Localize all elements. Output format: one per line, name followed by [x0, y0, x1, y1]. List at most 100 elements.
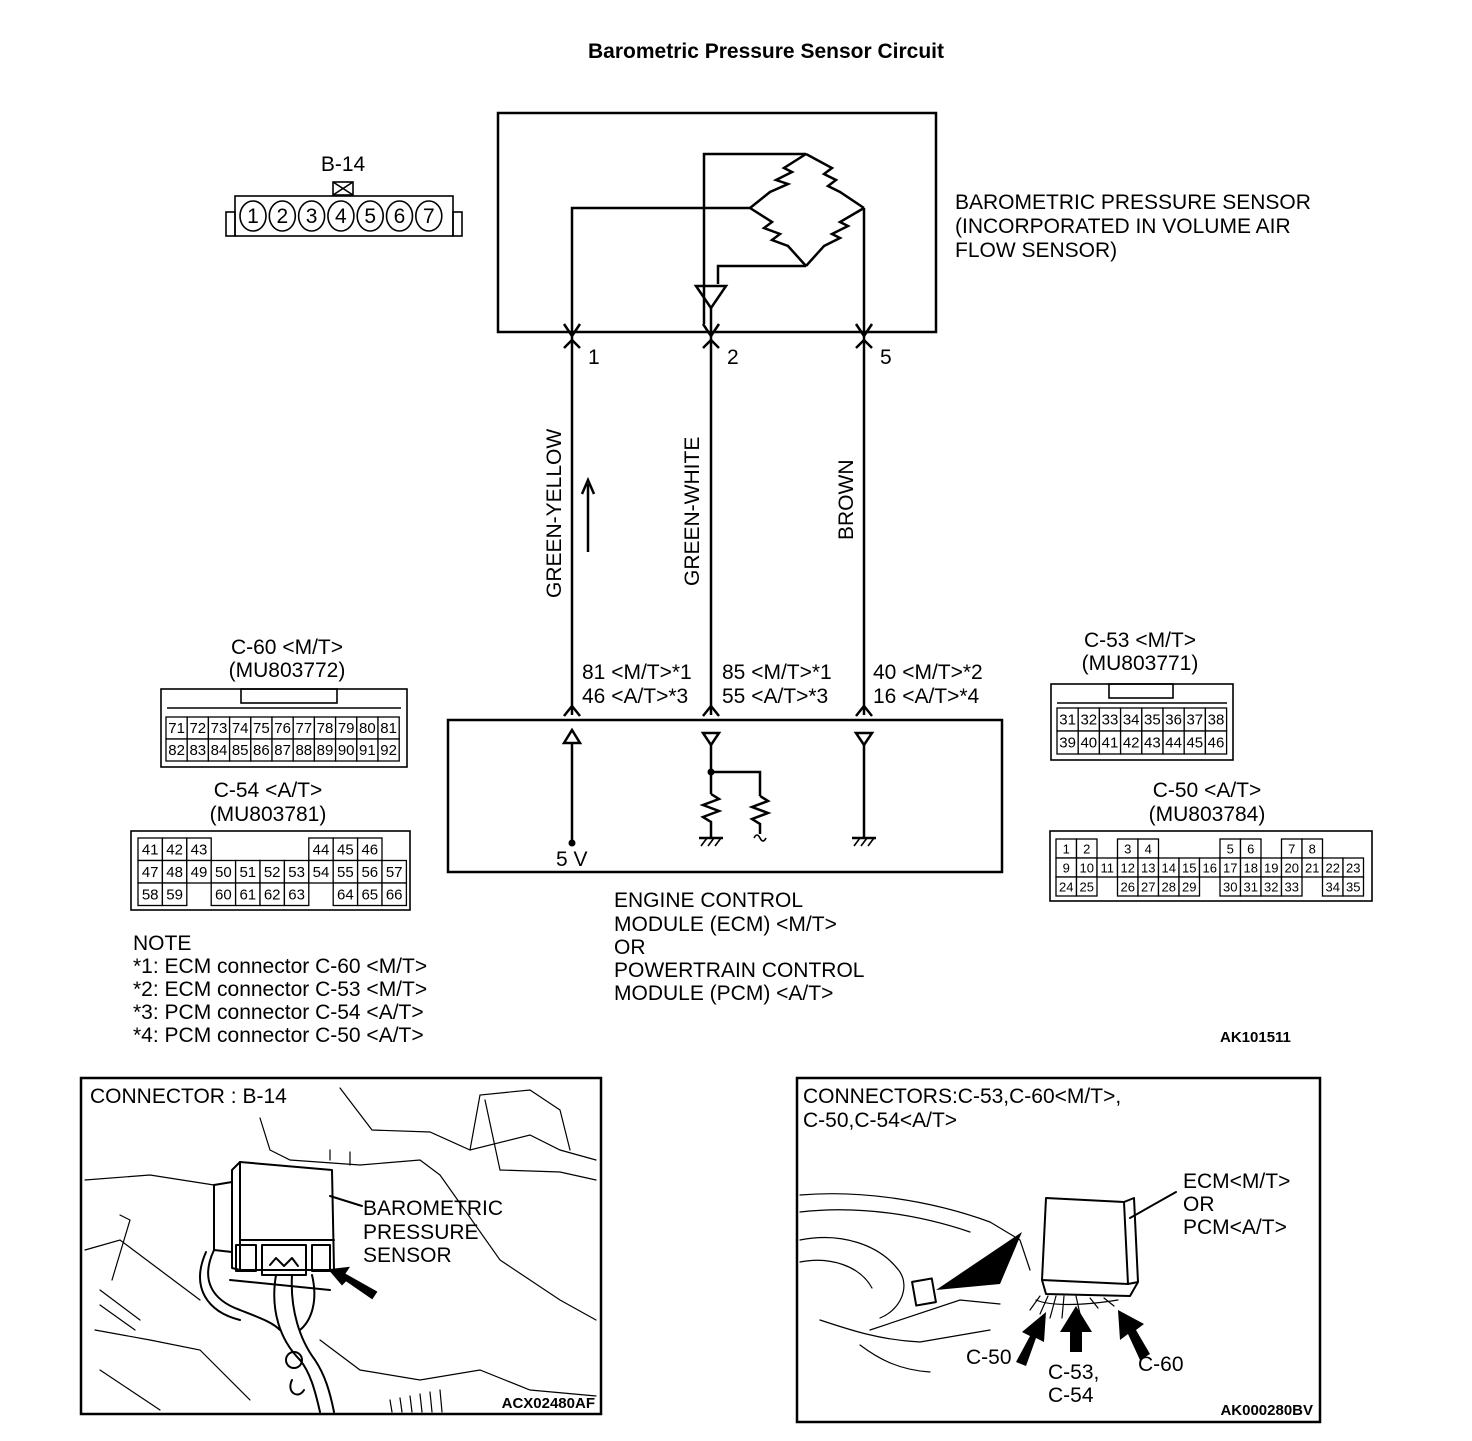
- connector-cavity: [161, 882, 188, 907]
- cavity-number: 75: [253, 720, 270, 737]
- sensor-label-line-3: FLOW SENSOR): [955, 239, 1117, 262]
- cavity-number: 43: [191, 841, 208, 858]
- ecm-label-line-2: MODULE (ECM) <M/T>: [614, 913, 837, 936]
- cavity-number: 22: [1326, 861, 1340, 876]
- wire-3-color: BROWN: [835, 460, 858, 541]
- ecm-box: [446, 718, 1004, 874]
- cavity-number: 78: [317, 720, 334, 737]
- b14-pin: [297, 200, 326, 232]
- wire-1-terminal-mt: 81 <M/T>*1: [582, 661, 692, 684]
- cavity-number: 12: [1121, 861, 1135, 876]
- cavity-number: 25: [1080, 880, 1094, 895]
- wire-3-terminal-mt: 40 <M/T>*2: [873, 661, 983, 684]
- cavity-number: 86: [253, 742, 270, 759]
- cavity-number: 91: [359, 742, 376, 759]
- cavity-number: 35: [1144, 712, 1161, 729]
- cavity-number: 40: [1080, 735, 1097, 752]
- cavity-number: 80: [359, 720, 376, 737]
- cavity-number: 43: [1144, 735, 1161, 752]
- b14-pin-number: 2: [276, 205, 288, 228]
- wire-harness: [563, 332, 873, 717]
- photo-b14-connector: [79, 1076, 603, 1416]
- cavity-number: 3: [1124, 842, 1131, 857]
- connector-cavity: [1204, 730, 1228, 755]
- photo-right-label-c60: C-60: [1138, 1353, 1184, 1376]
- b14-pin-number: 7: [423, 205, 435, 228]
- cavity-number: 64: [337, 886, 354, 903]
- sensor-label-line-1: BAROMETRIC PRESSURE SENSOR: [955, 191, 1311, 214]
- cavity-number: 8: [1309, 842, 1316, 857]
- cavity-number: 55: [337, 864, 354, 881]
- connector-cavity: [381, 882, 408, 907]
- cavity-number: 60: [215, 886, 232, 903]
- cavity-number: 32: [1264, 880, 1278, 895]
- b14-pin-number: 1: [247, 205, 259, 228]
- cavity-number: 20: [1285, 861, 1299, 876]
- diagram-code: AK101511: [1220, 1029, 1291, 1046]
- cavity-number: 83: [189, 742, 206, 759]
- connector-cavity: [377, 738, 400, 762]
- connector-cavity: [1075, 876, 1098, 897]
- b14-pin: [385, 200, 414, 232]
- cavity-number: 61: [239, 886, 256, 903]
- cavity-number: 62: [264, 886, 281, 903]
- cavity-number: 9: [1063, 861, 1070, 876]
- cavity-number: 31: [1059, 712, 1076, 729]
- cavity-number: 14: [1162, 861, 1176, 876]
- cavity-number: 76: [274, 720, 291, 737]
- cavity-number: 6: [1247, 842, 1254, 857]
- page-title: Barometric Pressure Sensor Circuit: [588, 40, 944, 63]
- cavity-number: 71: [168, 720, 185, 737]
- b14-pin: [239, 200, 267, 232]
- cavity-number: 44: [1165, 735, 1182, 752]
- sensor-box: [496, 111, 938, 339]
- cavity-number: 73: [211, 720, 228, 737]
- cavity-number: 26: [1121, 880, 1135, 895]
- cavity-number: 16: [1203, 861, 1217, 876]
- photo-right-label-c53: C-53,: [1048, 1361, 1099, 1384]
- cavity-number: 33: [1102, 712, 1119, 729]
- cavity-number: 42: [1123, 735, 1140, 752]
- c54-name: C-54 <A/T>: [214, 779, 323, 802]
- cavity-number: 1: [1063, 842, 1070, 857]
- cavity-number: 85: [232, 742, 249, 759]
- cavity-number: 57: [386, 864, 403, 881]
- photo-left-code: ACX02480AF: [502, 1395, 595, 1412]
- cavity-number: 13: [1141, 861, 1155, 876]
- photo-left-callout-line-1: BAROMETRIC: [363, 1197, 503, 1220]
- wire-1-terminal-at: 46 <A/T>*3: [582, 685, 688, 708]
- b14-pin: [327, 200, 355, 232]
- cavity-number: 51: [239, 864, 256, 881]
- cavity-number: 45: [1186, 735, 1203, 752]
- cavity-number: 46: [361, 841, 378, 858]
- note-heading: NOTE: [133, 932, 191, 955]
- cavity-number: 52: [264, 864, 281, 881]
- cavity-number: 74: [232, 720, 249, 737]
- cavity-number: 38: [1208, 712, 1225, 729]
- cavity-number: 37: [1186, 712, 1203, 729]
- cavity-number: 44: [313, 841, 330, 858]
- cavity-number: 15: [1182, 861, 1196, 876]
- cavity-number: 33: [1285, 880, 1299, 895]
- note-line-4: *4: PCM connector C-50 <A/T>: [133, 1024, 424, 1047]
- wire-3-pin: 5: [880, 346, 892, 369]
- wire-1-color: GREEN-YELLOW: [543, 429, 566, 598]
- b14-pin-number: 5: [364, 205, 376, 228]
- b14-pin: [268, 200, 297, 232]
- b14-pin-number: 3: [306, 205, 318, 228]
- cavity-number: 72: [189, 720, 206, 737]
- cavity-number: 77: [295, 720, 312, 737]
- cavity-number: 18: [1244, 861, 1258, 876]
- cavity-number: 54: [313, 864, 330, 881]
- b14-pin: [414, 200, 443, 232]
- connector-cavity: [283, 882, 310, 907]
- connector-cavity: [1178, 876, 1201, 897]
- supply-voltage-label: 5 V: [556, 848, 588, 871]
- photo-right-label-c50: C-50: [966, 1346, 1012, 1369]
- b14-pin-number: 6: [394, 205, 406, 228]
- cavity-number: 41: [1102, 735, 1119, 752]
- connector-cavity: [1342, 876, 1365, 897]
